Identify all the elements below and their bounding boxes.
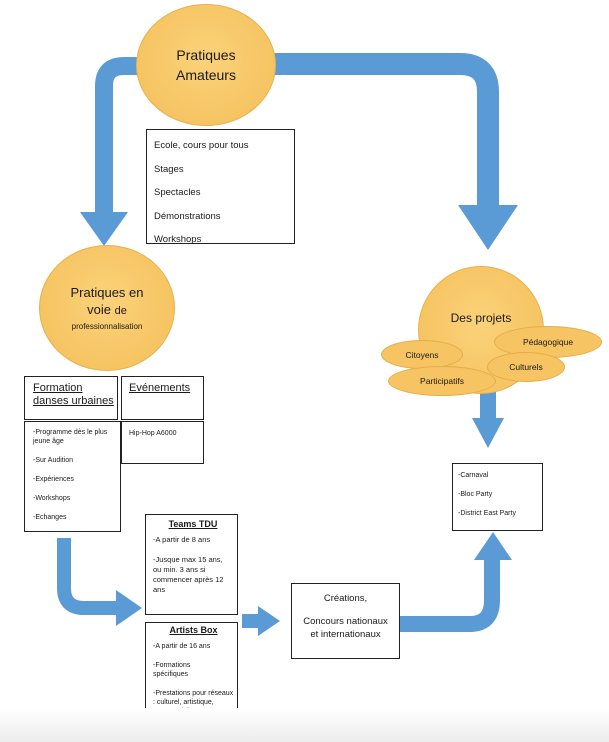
projets-title: Des projets [450, 311, 512, 325]
amateurs-item: Stages [154, 163, 184, 175]
projets-item: -Carnaval [458, 472, 489, 479]
formation-item: -Expériences [33, 476, 74, 483]
circle-pratiques-amateurs: Pratiques Amateurs [136, 4, 276, 126]
box-formation-list: -Programme dès le plus jeune âge -Sur Au… [24, 421, 121, 532]
arrow-projets-to-list-head [472, 418, 504, 448]
pill-pedagogique-label: Pédagogique [522, 337, 574, 347]
amateurs-item: Ecole, cours pour tous [154, 140, 249, 151]
circle-pratiques-pro: Pratiques en voie de professionnalisatio… [39, 245, 175, 371]
teams-item: -Jusque max 15 ans, ou min. 3 ans si com… [153, 555, 224, 594]
amateurs-title-line2: Amateurs [176, 67, 236, 83]
pill-citoyens-label: Citoyens [405, 349, 439, 360]
amateurs-title-line1: Pratiques [176, 47, 236, 63]
arrow-teams-to-creations-shaft [242, 614, 258, 628]
pro-title-line2: voie de [87, 301, 127, 320]
formation-item: -Programme dès le plus jeune âge [33, 429, 108, 445]
box-evenements-header: Evénements [121, 376, 204, 420]
formation-item: -Echanges [33, 514, 67, 521]
pro-title-voie: voie [87, 301, 111, 317]
amateurs-item: Spectacles [154, 187, 201, 198]
evenements-item: Hip-Hop A6000 [129, 430, 177, 437]
formation-item: -Workshops [33, 495, 71, 502]
evenements-header: Evénements [129, 382, 191, 394]
box-amateurs-activities: Ecole, cours pour tous Stages Spectacles… [146, 129, 295, 245]
arrow-amateurs-to-pro-head [80, 212, 128, 246]
box-evenements-list: Hip-Hop A6000 [121, 421, 204, 464]
arrow-creations-to-list [400, 560, 500, 632]
arrow-formation-to-teams-head [116, 590, 142, 626]
arrow-projets-to-list-shaft [480, 392, 496, 418]
pro-title-line1: Pratiques en [70, 284, 144, 300]
projets-item: -Bloc Party [458, 491, 493, 498]
arrow-teams-to-creations-head [258, 606, 280, 636]
pro-title-line3: professionnalisation [71, 321, 143, 331]
pro-title-de: de [114, 304, 127, 317]
creations-line1: Créations, [323, 593, 368, 604]
artists-item: -Formations spécifiques [153, 662, 191, 678]
arrow-amateurs-to-projets-head [458, 205, 518, 250]
bottom-fade [0, 708, 609, 742]
pill-culturels-label: Culturels [509, 362, 543, 372]
pill-culturels: Culturels [487, 352, 565, 382]
amateurs-item: Démonstrations [154, 210, 221, 222]
creations-line2: Concours nationaux et internationaux [303, 616, 388, 640]
box-formation-header: Formation danses urbaines [24, 376, 118, 420]
box-creations: Créations, Concours nationaux et interna… [291, 583, 400, 659]
pill-participatifs: Participatifs [388, 366, 496, 396]
projets-item: -District East Party [458, 510, 516, 517]
box-projets-list: -Carnaval -Bloc Party -District East Par… [452, 463, 543, 531]
formation-header-line2: danses urbaines [33, 395, 114, 407]
artists-title: Artists Box [169, 625, 218, 635]
arrow-amateurs-to-pro [95, 57, 148, 212]
formation-header-line1: Formation [33, 382, 83, 394]
teams-title: Teams TDU [168, 519, 218, 529]
arrow-amateurs-to-projets [270, 53, 499, 205]
teams-item: -A partir de 8 ans [153, 535, 211, 544]
amateurs-item: Workshops [154, 234, 202, 245]
artists-item: -A partir de 16 ans [153, 643, 211, 650]
pill-participatifs-label: Participatifs [420, 376, 464, 386]
arrow-formation-to-teams [57, 538, 116, 615]
formation-item: -Sur Audition [33, 457, 74, 464]
pill-citoyens: Citoyens [381, 340, 463, 369]
arrow-creations-to-list-head [474, 532, 512, 560]
box-teams-tdu: Teams TDU -A partir de 8 ans -Jusque max… [145, 514, 238, 615]
